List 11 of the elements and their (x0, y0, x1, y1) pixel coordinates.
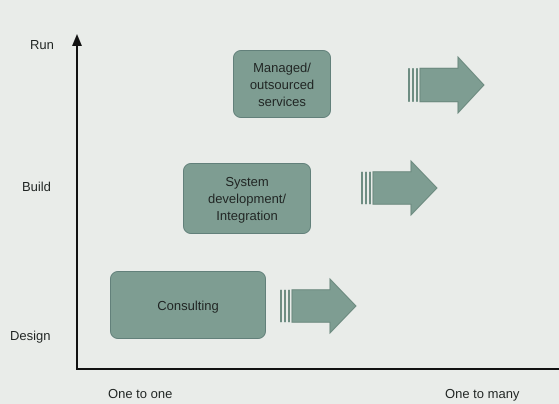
rounded-box (233, 50, 331, 118)
axis-label: One to many (445, 385, 520, 403)
rounded-box (183, 163, 311, 234)
box-text: Managed/ outsourced services (248, 58, 316, 110)
box-text: System development/ Integration (206, 173, 288, 224)
axis-label: Design (10, 327, 50, 345)
box-text: Consulting (157, 296, 219, 314)
axis-label: Run (30, 36, 54, 54)
axis-label: One to one (108, 385, 172, 403)
axis-label: Build (22, 178, 51, 196)
rounded-box (110, 271, 266, 339)
